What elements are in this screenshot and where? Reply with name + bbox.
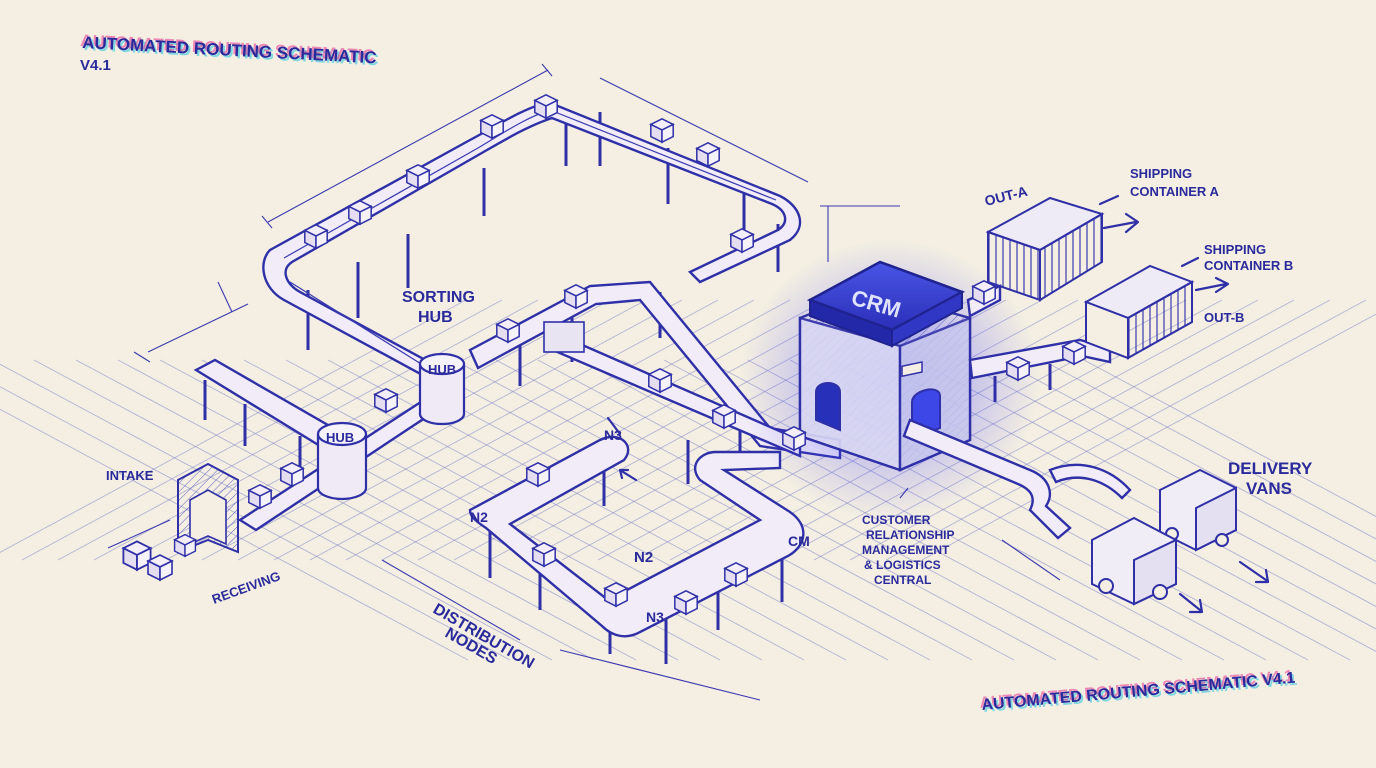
shipping-a-label-2: CONTAINER A (1130, 184, 1219, 199)
schematic-title: AUTOMATED ROUTING SCHEMATIC AUTOMATED RO… (80, 31, 379, 74)
n3-bottom-label: N3 (646, 609, 664, 625)
out-b-label: OUT-B (1204, 310, 1244, 325)
svg-text:CUSTOMER: CUSTOMER (862, 513, 931, 527)
intake-label: INTAKE (106, 468, 154, 483)
hub-b-label: HUB (326, 430, 354, 445)
intake-gate (122, 462, 239, 581)
hub-a-label: HUB (428, 362, 456, 377)
footer-title: AUTOMATED ROUTING SCHEMATIC V4.1 AUTOMAT… (979, 668, 1298, 716)
svg-text:RELATIONSHIP: RELATIONSHIP (866, 528, 954, 542)
shipping-a-label-1: SHIPPING (1130, 166, 1192, 181)
dimension-lines (107, 63, 1061, 701)
delivery-van-front (1091, 516, 1177, 606)
labels: AUTOMATED ROUTING SCHEMATIC AUTOMATED RO… (80, 31, 1313, 716)
n2-center-label: N2 (634, 549, 653, 566)
flow-arrows (606, 194, 1270, 614)
title-line-2: V4.1 (80, 57, 111, 74)
cm-label: CM (788, 533, 810, 549)
shipping-b-label-2: CONTAINER B (1204, 258, 1293, 273)
hub-cylinder-b (316, 421, 368, 501)
distribution-loop (468, 430, 805, 664)
delivery-vans-label-1: DELIVERY (1228, 459, 1313, 478)
hub-cylinder-a (418, 352, 466, 426)
n3-top-label: N3 (604, 427, 622, 443)
crm-caption: CUSTOMER RELATIONSHIP MANAGEMENT & LOGIS… (862, 487, 954, 587)
sorting-hub-label-1: SORTING (402, 289, 475, 306)
delivery-van-back (1159, 468, 1237, 552)
receiving-label: RECEIVING (210, 568, 282, 607)
svg-text:CENTRAL: CENTRAL (874, 573, 931, 587)
svg-text:MANAGEMENT: MANAGEMENT (862, 543, 950, 557)
shipping-b-label-1: SHIPPING (1204, 242, 1266, 257)
n2-left-label: N2 (470, 509, 488, 525)
out-a-label: OUT-A (983, 183, 1029, 209)
sorting-hub-label-2: HUB (418, 309, 453, 326)
top-loop-conveyor (262, 100, 802, 386)
svg-text:& LOGISTICS: & LOGISTICS (864, 558, 941, 572)
shipping-container-a (985, 196, 1105, 302)
delivery-vans-label-2: VANS (1246, 479, 1292, 498)
shipping-container-b (1083, 264, 1195, 360)
